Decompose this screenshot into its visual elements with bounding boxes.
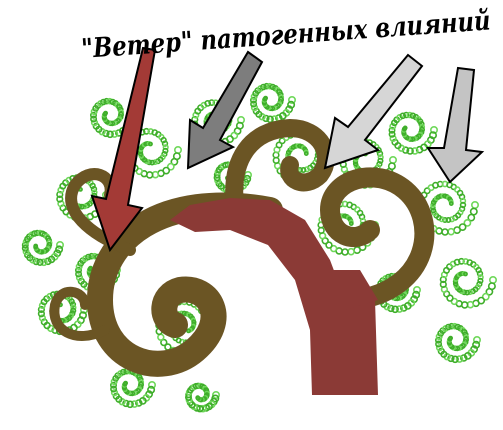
- foliage-curl: [390, 157, 396, 163]
- foliage-curl: [158, 334, 164, 340]
- foliage-curl: [442, 229, 448, 235]
- diagram-caption: "Ветер" патогенных влияний: [80, 5, 491, 65]
- foliage-curl: [448, 229, 454, 235]
- foliage-curl: [472, 202, 478, 208]
- foliage-curl: [342, 249, 348, 255]
- arrow-silver: [428, 68, 482, 182]
- foliage-curl: [490, 277, 496, 283]
- foliage-curl: [354, 247, 360, 253]
- foliage-curl: [348, 249, 354, 255]
- foliage-curl: [454, 227, 460, 233]
- foliage-curl: [175, 147, 181, 153]
